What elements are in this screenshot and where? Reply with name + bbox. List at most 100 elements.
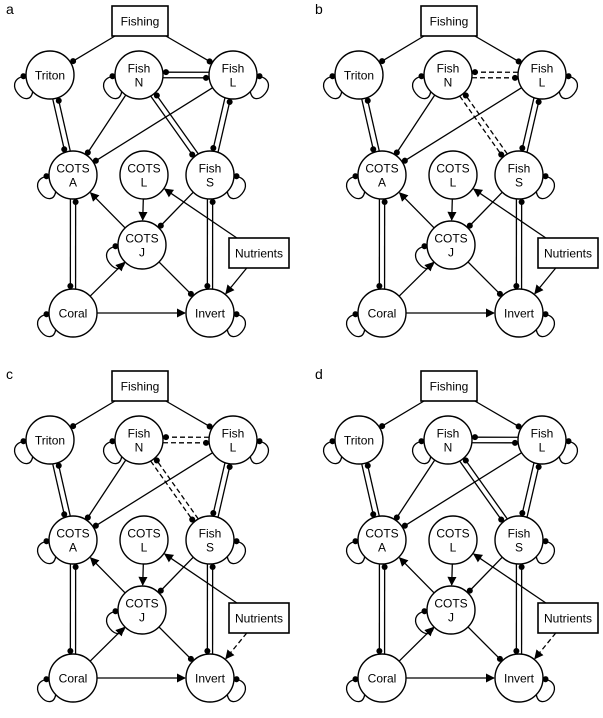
fishing-box (420, 5, 478, 37)
node-cotsJ-label: COTS (434, 597, 467, 611)
node-fishN-label: N (135, 441, 144, 455)
edge-fishN-fishS-forward (459, 460, 505, 523)
edge-fishL-fishS-forward (519, 462, 535, 517)
edge-triton-cotsA-forward (52, 98, 68, 153)
node-fishN-label: Fish (437, 427, 460, 441)
edge-nutrients-invert (225, 632, 248, 660)
node-cotsJ-label: COTS (125, 232, 158, 246)
nutrients-box (228, 237, 290, 269)
edge-cotsJ-cotsA (398, 192, 435, 229)
edge-fishL-fishS-forward (210, 462, 226, 517)
nutrients-label: Nutrients (235, 612, 283, 626)
node-fishS-label: Fish (199, 162, 222, 176)
edge-triton-cotsA-forward (361, 463, 377, 518)
edge-cotsJ-invert (158, 626, 194, 662)
edge-fishN-fishS-reverse (153, 92, 199, 155)
panel-letter: a (6, 1, 14, 17)
node-fishN-label: Fish (437, 62, 460, 76)
node-cotsL-label: L (141, 541, 148, 555)
node-fishL-label: L (539, 76, 546, 90)
node-invert-label: Invert (504, 672, 535, 686)
edge-triton-cotsA-reverse (55, 97, 71, 152)
node-cotsJ-label: J (139, 611, 145, 625)
self-loop-fishN (411, 438, 432, 465)
self-loop-invert (226, 311, 247, 338)
edge-cotsL-cotsJ (447, 198, 457, 221)
self-loop-coral (36, 311, 57, 338)
node-cotsL-label: COTS (127, 527, 160, 541)
node-fishN-label: N (444, 76, 453, 90)
panel-letter: c (6, 366, 13, 382)
panel-letter: b (315, 1, 323, 17)
node-fishS-label: S (206, 541, 214, 555)
self-loop-coral (345, 311, 366, 338)
edge-fishing-fishL (165, 400, 213, 430)
self-loop-fishL (558, 438, 579, 465)
self-loop-triton (13, 73, 34, 100)
panel-letter: d (315, 366, 323, 382)
edge-fishN-fishS-forward (150, 95, 196, 158)
node-fishS (494, 150, 544, 200)
node-cotsJ (426, 585, 476, 635)
edge-fishL-cotsA (92, 87, 213, 164)
node-cotsA-label: COTS (56, 162, 89, 176)
edge-fishN-cotsA (84, 459, 127, 521)
node-coral (357, 653, 407, 703)
node-fishN (114, 415, 164, 465)
edge-fishS-cotsJ (157, 556, 194, 594)
edge-coral-cotsJ (398, 261, 434, 297)
node-fishS-label: Fish (508, 162, 531, 176)
node-fishS-label: S (515, 176, 523, 190)
node-cotsL (119, 515, 169, 565)
node-cotsL-label: COTS (436, 162, 469, 176)
node-cotsA-label: A (69, 541, 77, 555)
self-loop-cotsA (345, 538, 366, 565)
node-cotsA (357, 515, 407, 565)
node-cotsL-label: L (141, 176, 148, 190)
edge-fishN-cotsA (393, 94, 436, 156)
node-invert (185, 288, 235, 338)
edge-coral-cotsJ (89, 261, 125, 297)
edge-cotsL-cotsJ (138, 563, 148, 586)
edge-fishN-cotsA (393, 459, 436, 521)
node-cotsJ (117, 220, 167, 270)
self-loop-cotsJ (105, 243, 126, 270)
self-loop-triton (13, 438, 34, 465)
edge-fishL-cotsA (92, 452, 213, 529)
self-loop-triton (322, 73, 343, 100)
node-fishL (517, 415, 567, 465)
edge-triton-cotsA-forward (361, 98, 377, 153)
node-coral (48, 288, 98, 338)
self-loop-cotsA (36, 173, 57, 200)
node-fishN-label: Fish (128, 62, 151, 76)
edge-fishing-triton (70, 400, 116, 430)
node-fishS (185, 150, 235, 200)
node-cotsL (428, 150, 478, 200)
node-fishN-label: Fish (128, 427, 151, 441)
edge-cotsJ-cotsA (89, 557, 126, 594)
edge-fishS-cotsJ (466, 556, 503, 594)
self-loop-fishS (226, 173, 247, 200)
node-cotsL-label: L (450, 541, 457, 555)
node-cotsA-label: A (378, 541, 386, 555)
fishing-label: Fishing (430, 15, 469, 29)
node-cotsJ (426, 220, 476, 270)
node-coral-label: Coral (59, 672, 88, 686)
edge-nutrients-invert (534, 267, 557, 295)
self-loop-cotsJ (414, 608, 435, 635)
node-fishL-label: L (230, 441, 237, 455)
node-triton-label: Triton (344, 69, 374, 83)
node-fishS (185, 515, 235, 565)
edge-triton-cotsA-reverse (364, 97, 380, 152)
node-fishL (208, 415, 258, 465)
node-cotsA-label: A (378, 176, 386, 190)
node-coral (357, 288, 407, 338)
edge-triton-cotsA-forward (52, 463, 68, 518)
self-loop-invert (226, 676, 247, 703)
fishing-box (111, 5, 169, 37)
node-triton-label: Triton (35, 434, 65, 448)
node-fishL-label: L (230, 76, 237, 90)
